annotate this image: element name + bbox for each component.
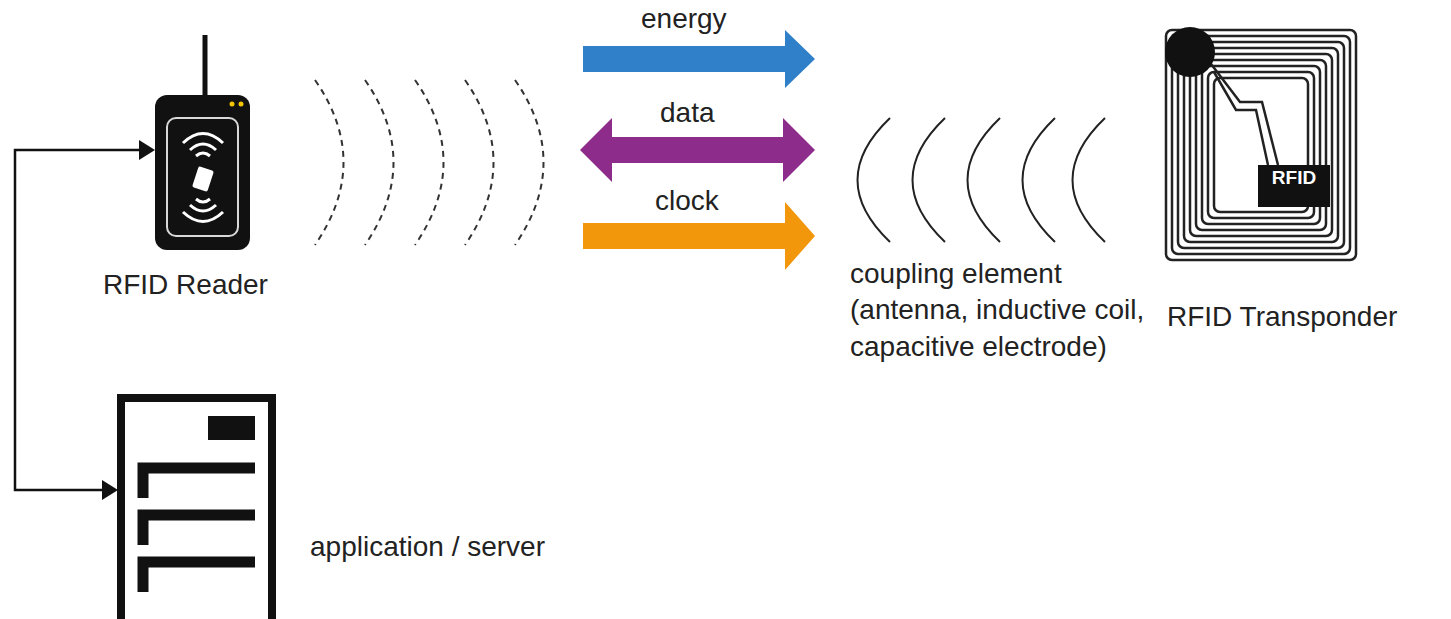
signal-label: energy — [641, 2, 727, 36]
dashed-waves — [315, 80, 544, 245]
reader-label: RFID Reader — [103, 268, 268, 302]
coupling-label: coupling element (antenna, inductive coi… — [850, 256, 1160, 365]
transponder-icon — [1165, 27, 1356, 260]
chip-label-box: RFID — [1260, 168, 1328, 187]
reader-icon — [155, 35, 250, 250]
signal-label: clock — [655, 184, 719, 218]
energy-arrow — [583, 30, 815, 88]
server-icon — [121, 398, 272, 619]
coupling-waves — [858, 118, 1106, 242]
signal-label-box: clock — [655, 184, 719, 218]
signal-label-box: data — [660, 96, 715, 130]
server-label-box: application / server — [310, 530, 545, 564]
signal-label: data — [660, 96, 715, 130]
chip-label: RFID — [1260, 168, 1328, 187]
reader-node: RFID Reader — [155, 30, 250, 250]
connector — [15, 140, 155, 500]
reader-label-box: RFID Reader — [103, 268, 268, 302]
transponder-node: RFIDRFID Transponder — [1163, 27, 1359, 263]
coupling-label-box: coupling element (antenna, inductive coi… — [850, 256, 1160, 365]
transponder-label-box: RFID Transponder — [1167, 300, 1397, 334]
server-label: application / server — [310, 530, 545, 564]
signal-label-box: energy — [641, 2, 727, 36]
server-node: application / server — [118, 395, 276, 619]
transponder-label: RFID Transponder — [1167, 300, 1397, 334]
